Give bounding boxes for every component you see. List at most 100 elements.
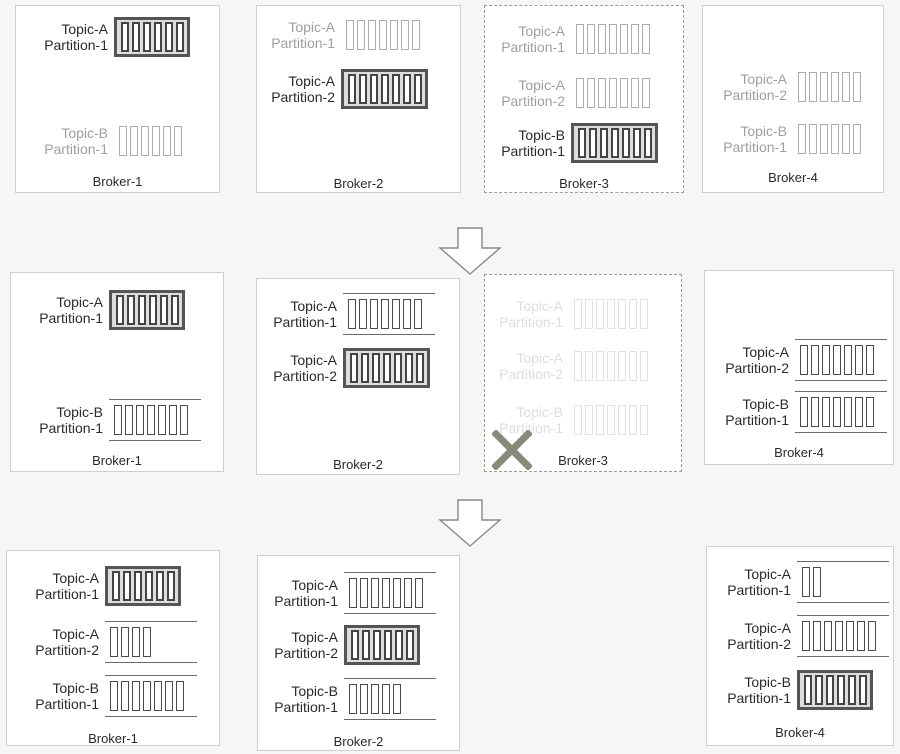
- log-segment: [369, 74, 378, 104]
- log-segment: [391, 299, 400, 329]
- log-segment: [856, 621, 865, 651]
- log-segment: [402, 299, 411, 329]
- log-segment: [595, 351, 604, 381]
- log-segment: [606, 405, 615, 435]
- partition-label: Topic-A Partition-2: [471, 350, 569, 382]
- partition: Topic-A Partition-1: [699, 561, 889, 603]
- log-segment: [584, 351, 593, 381]
- log-segment: [577, 128, 586, 158]
- partition-log: [341, 14, 424, 56]
- log-segment: [109, 627, 118, 657]
- log-segment: [854, 345, 863, 375]
- partition-name: Partition-1: [725, 412, 789, 428]
- log-segment: [120, 681, 129, 711]
- log-segment: [619, 78, 628, 108]
- log-segment: [142, 22, 151, 52]
- log-segment: [823, 621, 832, 651]
- log-segment: [345, 20, 354, 50]
- log-segment: [821, 345, 830, 375]
- partition-name: Partition-1: [39, 420, 103, 436]
- topic-name: Topic-B: [61, 125, 108, 141]
- topic-name: Topic-A: [61, 21, 108, 37]
- partition: Topic-A Partition-1: [245, 293, 435, 335]
- partition: Topic-A Partition-2: [473, 72, 654, 114]
- partition-log: [341, 68, 428, 110]
- log-segment: [367, 20, 376, 50]
- replica-cells: [341, 20, 424, 50]
- topic-name: Topic-A: [291, 577, 338, 593]
- log-segment: [867, 621, 876, 651]
- broker-label: Broker-1: [88, 731, 138, 746]
- log-segment: [120, 627, 129, 657]
- log-segment: [348, 578, 357, 608]
- broker-box: Broker-3 Topic-A Partition-1 Topic-A Par…: [484, 5, 684, 193]
- topic-name: Topic-B: [56, 404, 103, 420]
- log-segment: [403, 578, 412, 608]
- broker-label: Broker-4: [774, 445, 824, 460]
- topic-name: Topic-B: [742, 396, 789, 412]
- log-segment: [810, 397, 819, 427]
- log-segment: [164, 681, 173, 711]
- log-segment: [632, 128, 641, 158]
- log-segment: [797, 124, 806, 154]
- log-segment: [628, 299, 637, 329]
- partition-name: Partition-1: [273, 314, 337, 330]
- replica-cells: [344, 578, 427, 608]
- partition: Topic-A Partition-1: [7, 565, 181, 607]
- log-segment: [135, 405, 144, 435]
- replica-cells: [797, 567, 825, 597]
- partition-label: Topic-B Partition-1: [11, 404, 109, 436]
- log-segment: [808, 124, 817, 154]
- partition-label: Topic-A Partition-1: [243, 19, 341, 51]
- partition-label: Topic-B Partition-1: [7, 680, 105, 712]
- log-segment: [164, 22, 173, 52]
- partition-label: Topic-A Partition-2: [699, 620, 797, 652]
- log-segment: [131, 22, 140, 52]
- partition-log: [797, 561, 889, 603]
- partition-log: [797, 615, 889, 657]
- log-segment: [122, 571, 131, 601]
- log-segment: [573, 405, 582, 435]
- topic-name: Topic-A: [742, 344, 789, 360]
- partition-label: Topic-A Partition-1: [245, 298, 343, 330]
- replica-cells: [571, 78, 654, 108]
- log-segment: [852, 72, 861, 102]
- log-segment: [830, 72, 839, 102]
- log-segment: [865, 397, 874, 427]
- broker-box: Broker-1 Topic-A Partition-1 Topic-B Par…: [10, 272, 224, 472]
- topic-name: Topic-A: [518, 23, 565, 39]
- partition-log: [344, 624, 420, 666]
- partition: Topic-A Partition-2: [697, 339, 887, 381]
- partition-label: Topic-A Partition-2: [245, 352, 343, 384]
- partition: Topic-B Partition-1: [695, 118, 865, 160]
- log-segment: [359, 684, 368, 714]
- log-segment: [173, 126, 182, 156]
- broker-label: Broker-2: [333, 457, 383, 472]
- log-segment: [153, 681, 162, 711]
- replica-cells: [343, 299, 426, 329]
- replica-cells: [571, 123, 658, 163]
- log-segment: [595, 405, 604, 435]
- log-segment: [157, 405, 166, 435]
- partition-log: [797, 669, 873, 711]
- log-segment: [852, 124, 861, 154]
- replica-cells: [109, 290, 185, 330]
- log-segment: [168, 405, 177, 435]
- partition-name: Partition-2: [727, 636, 791, 652]
- partition-label: Topic-B Partition-1: [699, 674, 797, 706]
- topic-name: Topic-A: [744, 620, 791, 636]
- log-segment: [834, 621, 843, 651]
- log-segment: [360, 353, 369, 383]
- log-segment: [170, 295, 179, 325]
- broker-box: Broker-2 Topic-A Partition-1 Topic-A Par…: [256, 278, 460, 475]
- partition-name: Partition-2: [723, 87, 787, 103]
- log-segment: [392, 684, 401, 714]
- partition-log: [571, 18, 654, 60]
- log-segment: [358, 74, 367, 104]
- log-segment: [350, 630, 359, 660]
- log-segment: [586, 78, 595, 108]
- partition-name: Partition-1: [727, 690, 791, 706]
- partition-label: Topic-B Partition-1: [695, 123, 793, 155]
- log-segment: [370, 578, 379, 608]
- partition-log: [105, 565, 181, 607]
